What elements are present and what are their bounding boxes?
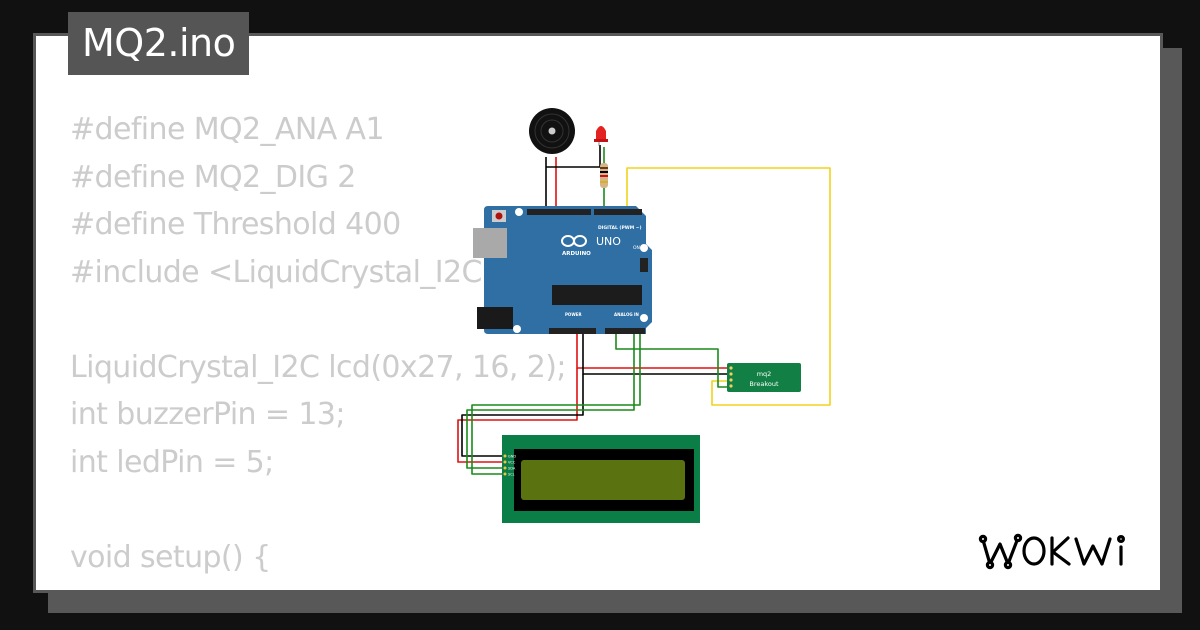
lcd-pin-scl: SCL	[508, 473, 515, 477]
code-line: int ledPin = 5;	[70, 444, 274, 480]
buzzer[interactable]	[529, 108, 575, 154]
code-line: #include <LiquidCrystal_I2C.h>	[70, 254, 534, 290]
resistor[interactable]	[600, 163, 608, 188]
wire-green-a4-sda	[466, 332, 635, 469]
wire-red-5v-mq2	[576, 332, 730, 369]
board-model-label: UNO	[596, 235, 621, 248]
digital-header-label: DIGITAL (PWM ~)	[598, 225, 642, 231]
lcd-screen	[521, 460, 685, 500]
mq2-subtitle: Breakout	[749, 380, 779, 388]
wire-green-a1	[615, 332, 730, 388]
wire-red-5v-lcd	[457, 368, 578, 463]
wire-yellow-dout	[626, 167, 831, 406]
code-line: int buzzerPin = 13;	[70, 397, 345, 432]
usb-port	[473, 228, 507, 258]
code-line: #define MQ2_DIG 2	[70, 159, 356, 195]
analog-header-label: ANALOG IN	[614, 312, 639, 317]
lcd-pin-gnd: GND	[508, 455, 516, 459]
arduino-uno-board[interactable]: UNO ARDUINO DIGITAL (PWM ~) POWER ANALOG…	[473, 206, 652, 334]
arduino-logo-icon	[561, 235, 587, 247]
code-line: lcd.init();	[70, 581, 566, 590]
lcd-pin-vcc: VCC	[508, 461, 516, 465]
code-line: #define MQ2_ANA A1	[70, 112, 385, 147]
wokwi-logo	[978, 533, 1126, 570]
lcd-pin-sda: SDA	[508, 467, 516, 471]
board-brand-label: ARDUINO	[562, 251, 591, 257]
file-title-tab: MQ2.ino	[68, 12, 250, 75]
code-line: #define Threshold 400	[70, 207, 401, 242]
atmega-chip	[552, 285, 642, 305]
code-line: LiquidCrystal_I2C lcd(0x27, 16, 2);	[70, 349, 566, 385]
lcd-1602-i2c[interactable]: GND VCC SDA SCL	[502, 435, 700, 523]
code-preview: #define MQ2_ANA A1 #define MQ2_DIG 2 #defi…	[70, 106, 566, 590]
mq2-gas-sensor[interactable]: mq2 Breakout	[727, 363, 801, 392]
power-header-label: POWER	[565, 312, 582, 317]
led-red[interactable]	[594, 126, 608, 146]
power-jack	[477, 307, 513, 329]
code-line: void setup() {	[70, 539, 271, 575]
wire-black-gnd-lcd	[461, 374, 584, 457]
on-label: ON	[633, 245, 640, 251]
mq2-title: mq2	[757, 370, 772, 378]
wire-green-a5-scl	[471, 332, 641, 475]
